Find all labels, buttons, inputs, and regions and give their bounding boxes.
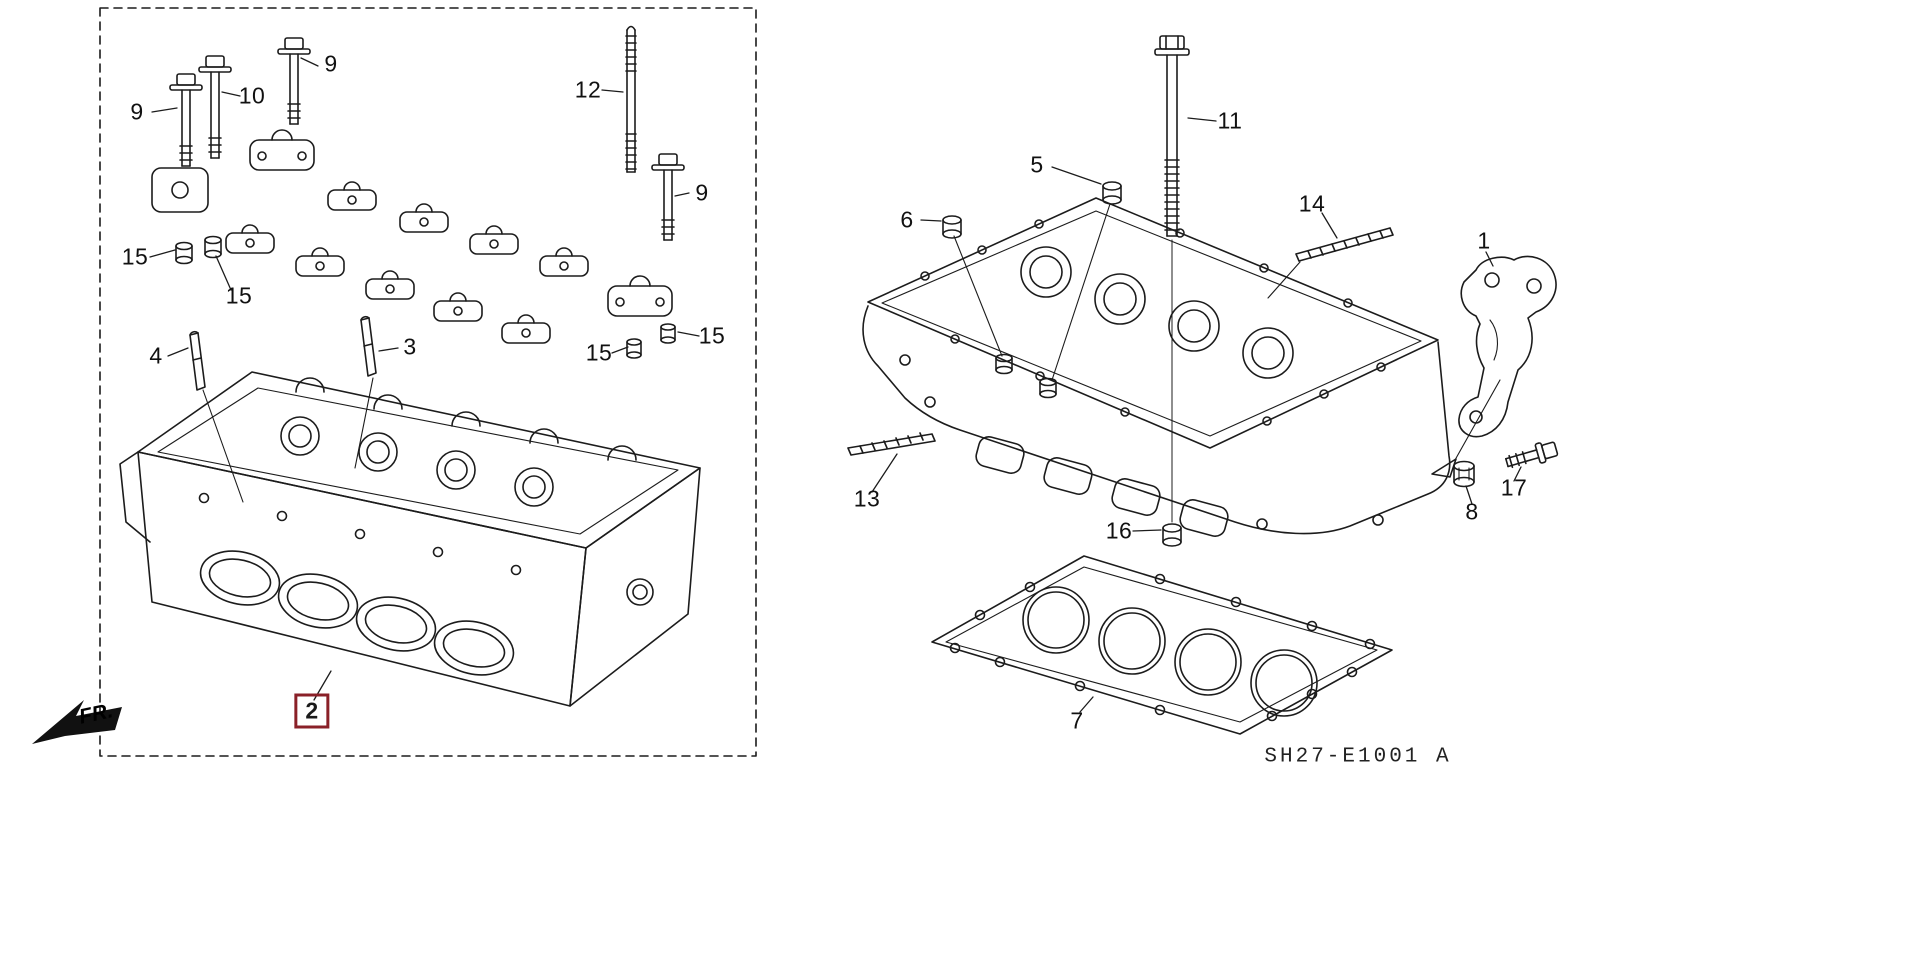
callout-part-14: 14 (1298, 190, 1326, 217)
callout-part-9-a: 9 (130, 98, 144, 125)
callout-part-1: 1 (1477, 227, 1491, 254)
washer-8 (1453, 460, 1475, 488)
pivot-bushings-15 (175, 235, 676, 359)
callout-part-8: 8 (1465, 498, 1479, 525)
callout-part-13: 13 (853, 485, 881, 512)
callout-part-11: 11 (1217, 107, 1243, 134)
callout-part-10: 10 (238, 82, 266, 109)
callout-part-6: 6 (900, 206, 914, 233)
flange-bolt-11 (1154, 35, 1190, 523)
callout-part-7: 7 (1070, 707, 1084, 734)
pointer-triangle (1431, 458, 1457, 478)
leader-lines-right (871, 117, 1522, 713)
cylinder-head-body-right (862, 305, 1451, 537)
bracket-1 (1454, 255, 1557, 461)
flange-bolt-10 (198, 55, 232, 159)
grommet-seals (942, 181, 1122, 399)
callout-part-3: 3 (403, 333, 417, 360)
callout-part-16: 16 (1105, 517, 1133, 544)
stud-bolt-12 (625, 25, 637, 173)
callout-part-15-d: 15 (698, 322, 726, 349)
callout-part-2-highlighted: 2 (294, 693, 330, 729)
flange-bolt-9-b (277, 37, 311, 125)
left-panel-dashed-border (99, 7, 757, 757)
fr-arrow-icon (32, 700, 122, 744)
head-cover-gasket (867, 197, 1439, 449)
valve-stud-4 (189, 330, 244, 503)
rocker-arm-assemblies (151, 129, 673, 344)
callout-part-9-c: 9 (695, 179, 709, 206)
stud-13 (847, 432, 936, 456)
callout-part-12: 12 (574, 76, 602, 103)
flange-bolt-9-c (651, 153, 685, 241)
callout-part-15-b: 15 (225, 282, 253, 309)
callout-part-5: 5 (1030, 151, 1044, 178)
callout-part-15-a: 15 (121, 243, 149, 270)
callout-part-15-c: 15 (585, 339, 613, 366)
stud-14 (1267, 227, 1394, 299)
callout-part-17: 17 (1500, 474, 1528, 501)
head-gasket-7 (931, 555, 1393, 735)
grommet-16 (1162, 523, 1182, 547)
callout-part-4: 4 (149, 342, 163, 369)
flange-bolt-17 (1505, 441, 1559, 469)
valve-stud-3 (354, 315, 377, 469)
diagram-code: SH27-E1001 A (1264, 745, 1452, 769)
cylinder-head-block (119, 371, 701, 707)
callout-part-9-b: 9 (324, 50, 338, 77)
flange-bolt-9-a (169, 73, 203, 167)
